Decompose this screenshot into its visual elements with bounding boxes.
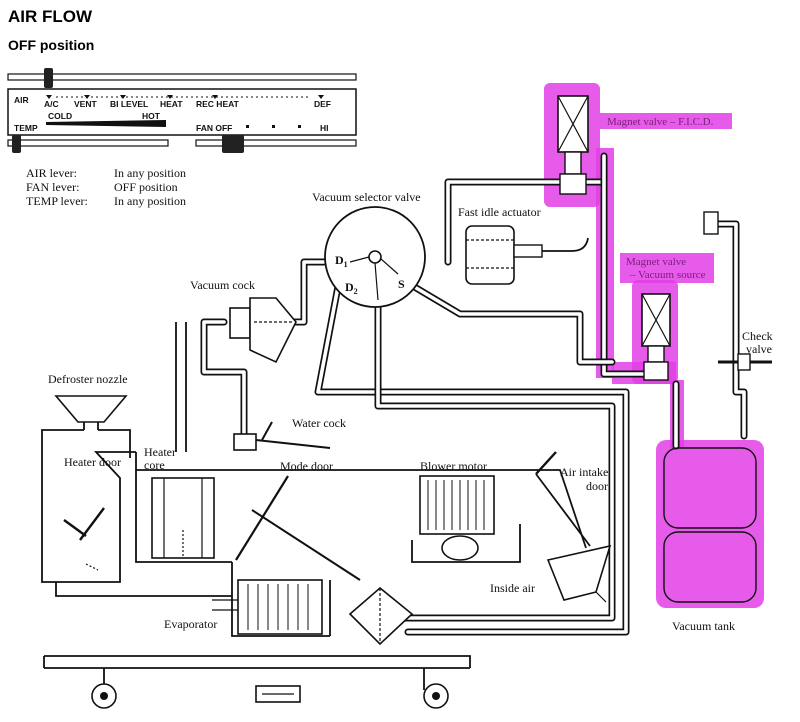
vacuum-selector-valve-label: Vacuum selector valve bbox=[312, 190, 421, 204]
duct-work bbox=[41, 322, 587, 690]
port-d1-label: D1 bbox=[335, 253, 348, 269]
temp-lever-position: In any position bbox=[114, 194, 186, 208]
temp-lever-knob[interactable] bbox=[12, 135, 21, 153]
heater-core-label-2: core bbox=[144, 458, 165, 472]
mode-vent: VENT bbox=[74, 99, 97, 109]
vacuum-tank bbox=[663, 447, 757, 603]
temp-lever-rail bbox=[7, 139, 169, 147]
air-intake-door-label-2: door bbox=[586, 479, 608, 493]
control-panel: AIR A/C VENT BI LEVEL HEAT REC HEAT DEF … bbox=[7, 68, 357, 153]
air-label: AIR bbox=[14, 95, 29, 105]
vacuum-selector-valve: D1 D2 S bbox=[324, 206, 426, 308]
fan-lever-name: FAN lever: bbox=[26, 180, 79, 194]
fan-lever-position: OFF position bbox=[114, 180, 178, 194]
fan-off-label: FAN OFF bbox=[196, 123, 232, 133]
magnet-valve-ficd bbox=[557, 95, 589, 195]
evaporator-label: Evaporator bbox=[164, 617, 217, 631]
air-lever-rail bbox=[7, 73, 357, 81]
water-cock bbox=[233, 421, 331, 451]
mode-heat: HEAT bbox=[160, 99, 183, 109]
heater-core bbox=[151, 477, 215, 559]
vacuum-tank-highlight bbox=[656, 440, 764, 608]
diagram-subtitle: OFF position bbox=[8, 37, 94, 53]
temp-lever-name: TEMP lever: bbox=[26, 194, 88, 208]
mode-door-label: Mode door bbox=[280, 459, 333, 473]
port-d2-label: D2 bbox=[345, 280, 358, 296]
defroster-nozzle bbox=[54, 395, 128, 430]
fast-idle-actuator-label: Fast idle actuator bbox=[458, 205, 541, 219]
water-cock-label: Water cock bbox=[292, 416, 346, 430]
air-lever-name: AIR lever: bbox=[26, 166, 77, 180]
fan-hi-label: HI bbox=[320, 123, 329, 133]
evaporator bbox=[212, 579, 323, 635]
mode-door-actuator bbox=[348, 586, 414, 646]
heater-core-label-1: Heater bbox=[144, 445, 176, 459]
fan-lever-rail bbox=[195, 139, 357, 147]
temp-gradient-bar bbox=[46, 120, 166, 127]
heater-door bbox=[63, 507, 105, 571]
mode-ac: A/C bbox=[44, 99, 59, 109]
ficd-label-highlight bbox=[600, 113, 732, 129]
heater-door-label: Heater door bbox=[64, 455, 121, 469]
inside-air-label: Inside air bbox=[490, 581, 535, 595]
air-lever-position: In any position bbox=[114, 166, 186, 180]
vacuum-tank-label: Vacuum tank bbox=[672, 619, 735, 633]
port-s-label: S bbox=[398, 277, 405, 291]
magnet-valve-vacuum-source bbox=[641, 293, 671, 381]
magnet-valve-ficd-label: Magnet valve – F.I.C.D. bbox=[607, 116, 714, 128]
vacuum-cock bbox=[229, 297, 297, 364]
magnet-valve-vacuum-source-label-2: – Vacuum source bbox=[629, 269, 706, 281]
fan-speed-dots bbox=[246, 125, 301, 128]
check-valve-label-2: valve bbox=[746, 342, 772, 356]
lever-settings: AIR lever: In any position FAN lever: OF… bbox=[26, 166, 186, 208]
fan-lever-knob[interactable] bbox=[222, 135, 244, 153]
temp-label: TEMP bbox=[14, 123, 38, 133]
fast-idle-actuator bbox=[465, 225, 589, 285]
magnet-valve-vacuum-source-label-1: Magnet valve bbox=[626, 256, 686, 268]
floor-vents bbox=[91, 683, 449, 709]
defroster-nozzle-label: Defroster nozzle bbox=[48, 372, 128, 386]
blower-motor-label: Blower motor bbox=[420, 459, 487, 473]
air-lever-knob[interactable] bbox=[44, 68, 53, 88]
vacuum-source-label-highlight bbox=[620, 253, 714, 283]
blower-motor bbox=[419, 475, 495, 561]
mode-door bbox=[235, 475, 361, 581]
air-intake-door-label-1: Air intake bbox=[560, 465, 608, 479]
cold-label: COLD bbox=[48, 111, 72, 121]
mode-def: DEF bbox=[314, 99, 331, 109]
vacuum-pipes bbox=[200, 152, 748, 636]
check-valve-label-1: Check bbox=[742, 329, 773, 343]
vacuum-cock-label: Vacuum cock bbox=[190, 278, 255, 292]
hot-label: HOT bbox=[142, 111, 161, 121]
air-intake-door bbox=[535, 451, 591, 547]
mode-bi-level: BI LEVEL bbox=[110, 99, 148, 109]
diagram-title: AIR FLOW bbox=[8, 7, 93, 26]
mode-rec-heat: REC HEAT bbox=[196, 99, 240, 109]
inside-air-flap bbox=[546, 544, 612, 603]
check-valve bbox=[703, 211, 772, 371]
